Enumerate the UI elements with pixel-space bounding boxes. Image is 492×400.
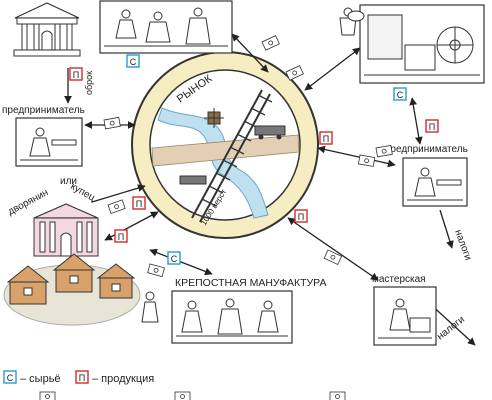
merchant-label: купец [69,181,97,204]
entrepreneur-left-label: предприниматель [2,105,85,116]
workshop-picture [373,286,437,346]
taxes-right-label: налоги [452,228,473,262]
log-houses [6,253,136,305]
peasant-walking-icon [141,291,159,323]
legend: С – сырьё П – продукция [3,370,154,385]
taxes-bottom-label: налоги [435,314,467,342]
banknote-icon [39,391,56,400]
raw-badge-letter: С [130,57,137,67]
product-badge: П [132,196,146,210]
treasury-building [13,2,81,57]
serf-manufactory-picture [171,290,293,344]
product-badge-letter: П [298,212,304,222]
market-circle: РЫНОК 1000 верст [131,51,319,239]
product-badge: П [69,67,83,81]
banknote-icon [357,154,376,167]
entrepreneur-left-picture [15,117,83,167]
banknote-icon [375,144,393,158]
product-badge-letter: П [73,70,79,80]
entrepreneur-right-picture [402,157,468,207]
banknote-icon [261,35,280,51]
raw-badge-letter: С [171,254,178,264]
banknote-icon [329,391,346,400]
banknote-icon [107,199,126,214]
product-badge: П [294,209,308,223]
banknote-icon [285,65,304,81]
factory-picture [359,4,485,84]
product-badge: П [425,119,439,133]
raw-badge: С [167,251,181,265]
legend-product-text: – продукция [92,373,154,385]
legend-product-letter: П [79,373,85,383]
manor-building [33,203,99,257]
raw-badge: С [126,54,140,68]
road [151,134,300,167]
legend-raw-letter: С [7,373,14,383]
raw-badge-letter: С [397,90,404,100]
flow-arrows [64,33,476,346]
mill-icon [204,108,224,128]
product-badge-letter: П [136,199,142,209]
product-badge-letter: П [323,134,329,144]
raw-badge: С [393,87,407,101]
railway-sleepers [201,94,273,207]
obrok-label: оброк [84,71,94,95]
river [157,107,269,219]
banknote-icon [103,116,121,130]
money-icons [39,35,393,400]
product-badge: П [114,229,128,243]
or-label: или [60,176,77,187]
entrepreneur-right-label: предприниматель [385,144,468,155]
banknote-icon [147,263,165,278]
train-icon [179,125,286,185]
product-badge: П [319,131,333,145]
nobleman-label: дворянин [6,187,50,217]
peasant-workshop-picture [99,0,233,54]
product-badge-letter: П [429,122,435,132]
legend-raw-text: – сырьё [20,373,61,385]
railway [191,89,271,223]
product-badge-letter: П [118,232,124,242]
workshop-label: мастерская [372,274,426,285]
serf-manufactory-label: КРЕПОСТНАЯ МАНУФАКТУРА [175,277,327,289]
banknote-icon [174,391,191,400]
banknote-icon [323,249,343,266]
worker-with-sack-icon [339,7,365,36]
